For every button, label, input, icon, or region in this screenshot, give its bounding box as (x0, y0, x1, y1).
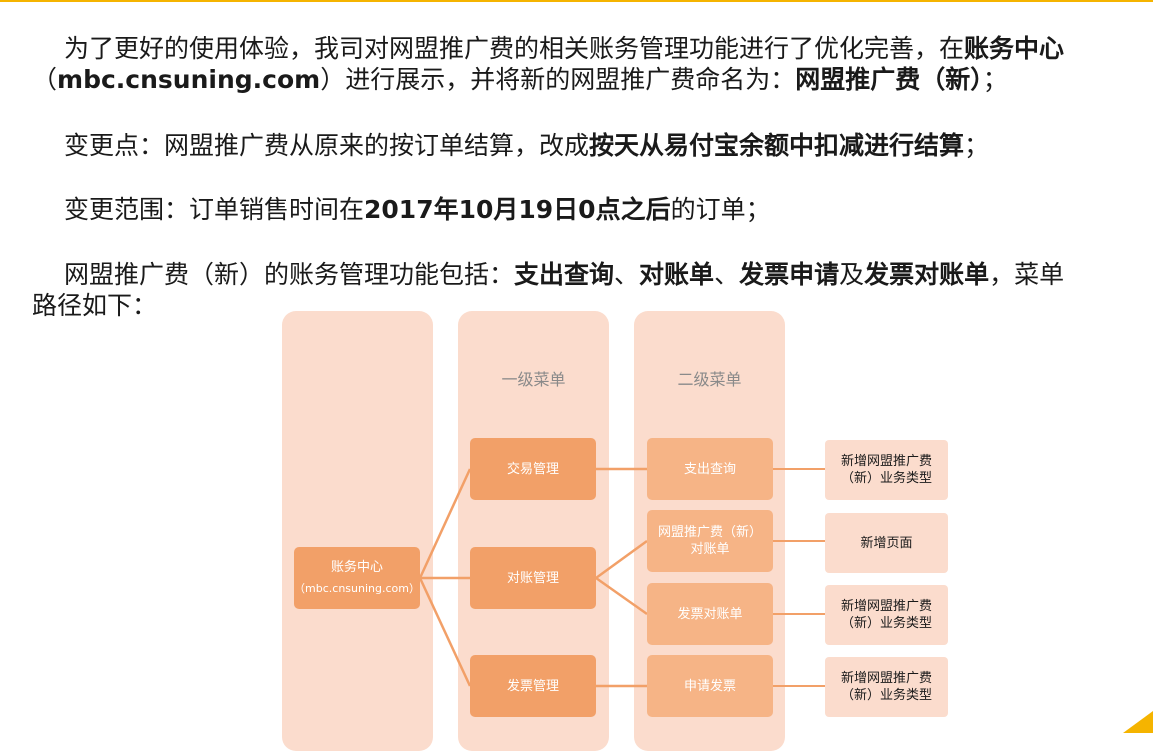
intro-paren-open: （ (32, 65, 58, 94)
l2-node-label-2: 对账单 (690, 542, 730, 557)
paragraph-change-scope: 变更范围：订单销售时间在2017年10月19日0点之后的订单； (64, 194, 1153, 225)
l2-node-label: 申请发票 (683, 678, 736, 694)
note-new-business-type-1: 新增网盟推广费 （新）业务类型 (825, 440, 948, 500)
l2-node-statement: 网盟推广费（新） 对账单 (647, 510, 773, 572)
corner-accent-triangle (1123, 711, 1153, 733)
intro-text-2: ）进行展示，并将新的网盟推广费命名为： (320, 65, 796, 94)
l2-node-expense-query: 支出查询 (647, 438, 773, 500)
note-new-business-type-2: 新增网盟推广费 （新）业务类型 (825, 585, 948, 645)
link-root-invoice (418, 577, 472, 687)
functions-bold-4: 发票对账单 (864, 260, 990, 289)
functions-sep-2: 、 (714, 260, 740, 289)
root-node-url: （mbc.cnsuning.com） (294, 582, 420, 595)
functions-bold-1: 支出查询 (514, 260, 615, 289)
root-node-finance-center: 账务中心 （mbc.cnsuning.com） (294, 547, 420, 609)
note-line-2: （新）业务类型 (840, 616, 932, 631)
change-point-text: 变更点：网盟推广费从原来的按订单结算，改成 (64, 131, 590, 160)
note-line-1: 新增页面 (860, 535, 913, 551)
connector-lines (418, 467, 825, 688)
functions-text-2: ，菜单 (989, 260, 1065, 289)
note-line-1: 新增网盟推广费 (840, 599, 932, 614)
paragraph-change-point: 变更点：网盟推广费从原来的按订单结算，改成按天从易付宝余额中扣减进行结算； (64, 130, 1153, 161)
note-new-page: 新增页面 (825, 513, 948, 573)
intro-text: 为了更好的使用体验，我司对网盟推广费的相关账务管理功能进行了优化完善，在 (64, 34, 965, 63)
functions-bold-3: 发票申请 (739, 260, 840, 289)
change-scope-text: 变更范围：订单销售时间在 (64, 195, 365, 224)
l2-node-apply-invoice: 申请发票 (647, 655, 773, 717)
menu-path-diagram: 一级菜单 二级菜单 账务中心 （mbc.cnsuning.com） 交易管理 对… (282, 311, 948, 751)
change-point-bold: 按天从易付宝余额中扣减进行结算 (589, 131, 965, 160)
l1-node-label: 交易管理 (506, 461, 559, 477)
paragraph-intro: 为了更好的使用体验，我司对网盟推广费的相关账务管理功能进行了优化完善，在账务中心… (32, 33, 1137, 95)
link-recon-invoice-statement (595, 576, 648, 616)
intro-bold-newname: 网盟推广费（新） (795, 65, 983, 94)
change-point-semicolon: ； (964, 131, 990, 160)
level1-header: 一级菜单 (501, 370, 566, 389)
l2-node-label: 网盟推广费（新） (657, 525, 762, 540)
link-recon-statement (595, 539, 648, 580)
intro-bold-url: mbc.cnsuning.com (57, 65, 321, 94)
l1-node-label: 对账管理 (506, 570, 559, 586)
note-new-business-type-3: 新增网盟推广费 （新）业务类型 (825, 657, 948, 717)
top-accent-rule (0, 0, 1153, 2)
l2-node-label: 支出查询 (683, 461, 736, 477)
l2-node-invoice-statement: 发票对账单 (647, 583, 773, 645)
functions-sep-1: 、 (614, 260, 640, 289)
functions-and: 及 (839, 260, 865, 289)
level2-header: 二级菜单 (677, 370, 742, 389)
note-line-1: 新增网盟推广费 (840, 671, 932, 686)
change-scope-text-2: 的订单； (670, 195, 771, 224)
change-scope-bold-date: 2017年10月19日0点之后 (364, 195, 671, 224)
note-line-2: （新）业务类型 (840, 471, 932, 486)
l1-node-trade-management: 交易管理 (470, 438, 596, 500)
l2-node-label: 发票对账单 (677, 606, 743, 622)
note-line-1: 新增网盟推广费 (840, 454, 932, 469)
l1-node-invoice-management: 发票管理 (470, 655, 596, 717)
functions-text: 网盟推广费（新）的账务管理功能包括： (64, 260, 515, 289)
functions-bold-2: 对账单 (639, 260, 715, 289)
l1-node-label: 发票管理 (506, 678, 559, 694)
l1-node-reconciliation-management: 对账管理 (470, 547, 596, 609)
intro-bold-center: 账务中心 (964, 34, 1065, 63)
root-node-label: 账务中心 (330, 560, 383, 575)
note-line-2: （新）业务类型 (840, 688, 932, 703)
functions-text-3: 路径如下： (32, 291, 158, 320)
link-root-trade (418, 468, 472, 579)
intro-semicolon: ； (982, 65, 1008, 94)
paragraph-functions: 网盟推广费（新）的账务管理功能包括：支出查询、对账单、发票申请及发票对账单，菜单… (32, 259, 1137, 321)
column-root-panel (282, 311, 433, 751)
